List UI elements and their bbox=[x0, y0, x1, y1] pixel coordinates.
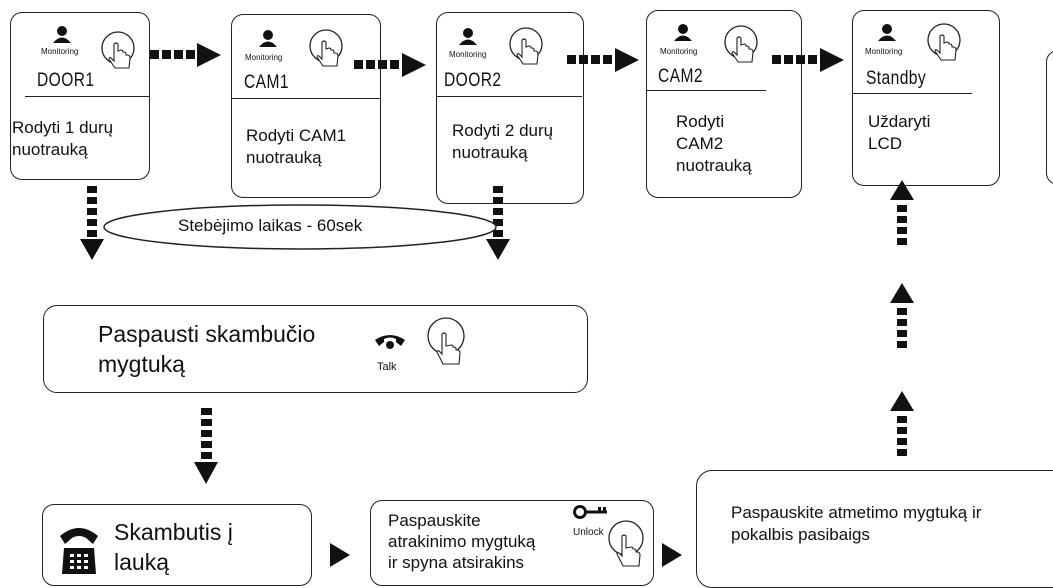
person-icon bbox=[673, 22, 693, 42]
person-icon bbox=[258, 28, 278, 48]
monitor-label: Monitoring bbox=[245, 53, 283, 62]
divider bbox=[25, 96, 150, 97]
arrow-down bbox=[80, 186, 104, 260]
press-call-box bbox=[43, 305, 588, 393]
screen-cam2 bbox=[646, 10, 802, 198]
monitor-label: Monitoring bbox=[660, 47, 698, 56]
touch-icon bbox=[505, 26, 547, 68]
arrow-right bbox=[330, 543, 350, 567]
touch-icon bbox=[720, 24, 762, 66]
touch-icon bbox=[305, 28, 347, 70]
touch-icon bbox=[606, 518, 650, 582]
screen-standby bbox=[852, 10, 1000, 186]
touch-icon bbox=[425, 314, 471, 380]
arrow-down bbox=[194, 408, 218, 484]
screen-name: CAM2 bbox=[658, 66, 703, 87]
screen-name: CAM1 bbox=[244, 72, 289, 93]
arrow-right bbox=[772, 48, 844, 72]
monitor-label: Monitoring bbox=[449, 50, 487, 59]
touch-icon bbox=[97, 30, 139, 72]
divider bbox=[646, 90, 766, 91]
screen-cam1 bbox=[231, 14, 381, 198]
divider bbox=[852, 93, 972, 94]
arrow-up bbox=[890, 180, 914, 245]
person-icon bbox=[52, 24, 72, 44]
arrow-down bbox=[486, 186, 510, 260]
monitor-label: Monitoring bbox=[865, 47, 903, 56]
arrow-right bbox=[150, 43, 221, 67]
divider bbox=[231, 98, 381, 99]
monitoring-time-ellipse bbox=[103, 204, 497, 250]
person-icon bbox=[458, 26, 478, 46]
arrow-right bbox=[567, 48, 639, 72]
screen-name: Standby bbox=[866, 68, 927, 89]
screen-name: DOOR2 bbox=[444, 70, 502, 91]
monitoring-time-label: Stebėjimo laikas - 60sek bbox=[178, 216, 363, 235]
key-icon bbox=[572, 504, 610, 520]
arrow-up bbox=[890, 391, 914, 456]
screen-name: DOOR1 bbox=[37, 70, 95, 91]
touch-icon bbox=[923, 22, 965, 64]
arrow-up bbox=[890, 283, 914, 348]
unlock-box bbox=[370, 500, 654, 586]
talk-label: Talk bbox=[377, 361, 397, 373]
reject-box bbox=[696, 470, 1053, 588]
person-icon bbox=[877, 22, 897, 42]
arrow-right bbox=[354, 53, 426, 77]
unlock-label: Unlock bbox=[573, 527, 604, 538]
divider bbox=[436, 96, 582, 97]
phone-handset-icon bbox=[373, 330, 407, 352]
arrow-right bbox=[662, 543, 682, 567]
monitor-label: Monitoring bbox=[41, 47, 79, 56]
telephone-icon bbox=[58, 524, 100, 576]
